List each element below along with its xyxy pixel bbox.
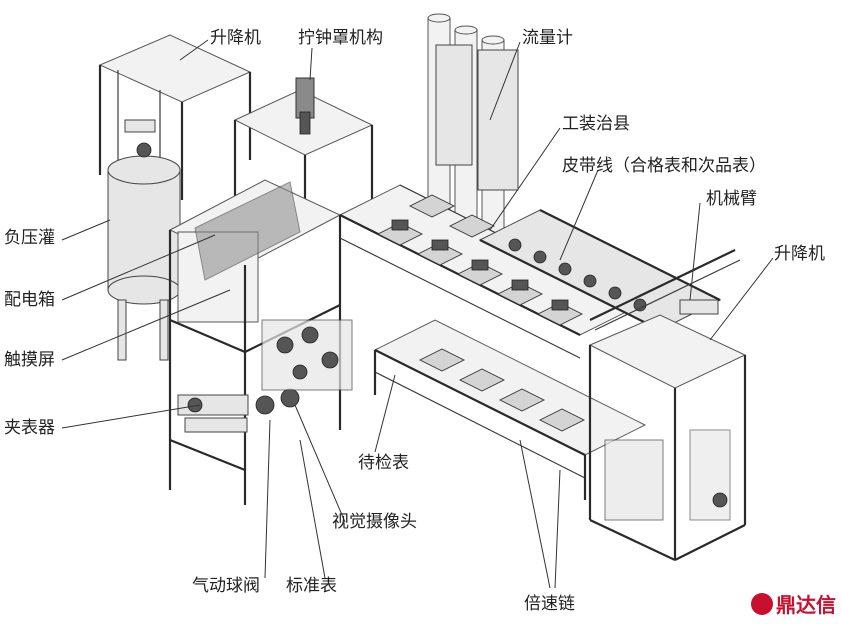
speed-chain-lower xyxy=(373,319,647,500)
label-fixture: 工装治县 xyxy=(562,114,630,134)
fixtures-upper xyxy=(376,194,584,326)
cover-mechanism xyxy=(233,77,374,230)
label-lifter-right: 升降机 xyxy=(774,244,825,264)
pressure-tank xyxy=(107,142,181,361)
label-pneumatic-valve: 气动球阀 xyxy=(192,576,260,596)
label-clamp: 夹表器 xyxy=(4,418,55,438)
flowmeter-columns xyxy=(427,13,519,247)
logo-text: 鼎达信 xyxy=(776,593,836,617)
label-cover-mechanism: 拧钟罩机构 xyxy=(298,28,383,48)
label-lifter-left: 升降机 xyxy=(210,28,261,48)
label-flowmeter: 流量计 xyxy=(522,28,573,48)
right-lifter xyxy=(588,314,747,561)
label-touch-screen: 触摸屏 xyxy=(4,350,55,370)
belt-line xyxy=(478,209,722,331)
clamp-unit xyxy=(177,388,300,433)
brand-logo: 鼎达信 xyxy=(751,589,836,618)
label-pressure-tank: 负压灌 xyxy=(4,228,55,248)
logo-mark-icon xyxy=(751,592,773,615)
label-distribution-box: 配电箱 xyxy=(4,290,55,310)
valve-cluster xyxy=(261,319,353,391)
leader-lines xyxy=(61,39,774,589)
label-speed-chain: 倍速链 xyxy=(524,594,575,614)
robot-arm-rail xyxy=(589,249,741,331)
label-standard-meter: 标准表 xyxy=(286,576,337,596)
label-vision-camera: 视觉摄像头 xyxy=(332,512,417,532)
distribution-box xyxy=(168,179,342,505)
label-robot-arm: 机械臂 xyxy=(706,189,757,209)
label-conveyor-belt: 皮带线（合格表和次品表） xyxy=(562,156,766,176)
label-pending-meters: 待检表 xyxy=(358,453,409,473)
